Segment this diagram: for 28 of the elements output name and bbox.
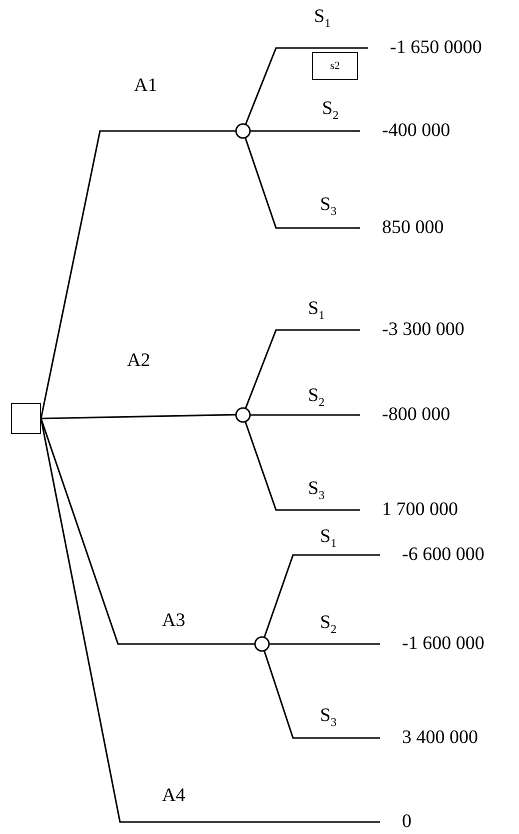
payoff-value: 3 400 000 xyxy=(380,726,478,750)
branch-line xyxy=(40,418,255,645)
branch-line xyxy=(244,421,360,511)
payoff-value: -6 600 000 xyxy=(380,543,484,567)
branch-line xyxy=(250,414,360,416)
chance-node xyxy=(235,123,251,139)
branch-line xyxy=(244,137,360,229)
branch-line xyxy=(263,650,380,739)
payoff-value: -400 000 xyxy=(360,119,450,143)
payoff-value: -1 650 0000 xyxy=(368,36,482,60)
branch-line xyxy=(40,130,236,419)
payoff-value: -800 000 xyxy=(360,403,450,427)
payoff-value: 1 700 000 xyxy=(360,498,458,522)
payoff-value: 0 xyxy=(380,810,412,834)
branch-line xyxy=(264,554,380,638)
payoff-value: -3 300 000 xyxy=(360,318,464,342)
branch-line xyxy=(40,414,236,420)
chance-node xyxy=(254,636,270,652)
small-box: s2 xyxy=(312,52,358,80)
branch-line xyxy=(40,418,380,823)
decision-node xyxy=(11,403,41,434)
chance-node xyxy=(235,407,251,423)
branch-line xyxy=(244,47,368,125)
branch-line xyxy=(244,329,360,409)
branch-line xyxy=(250,130,360,132)
branch-line xyxy=(269,643,380,645)
payoff-value: 850 000 xyxy=(360,216,444,240)
payoff-value: -1 600 000 xyxy=(380,632,484,656)
